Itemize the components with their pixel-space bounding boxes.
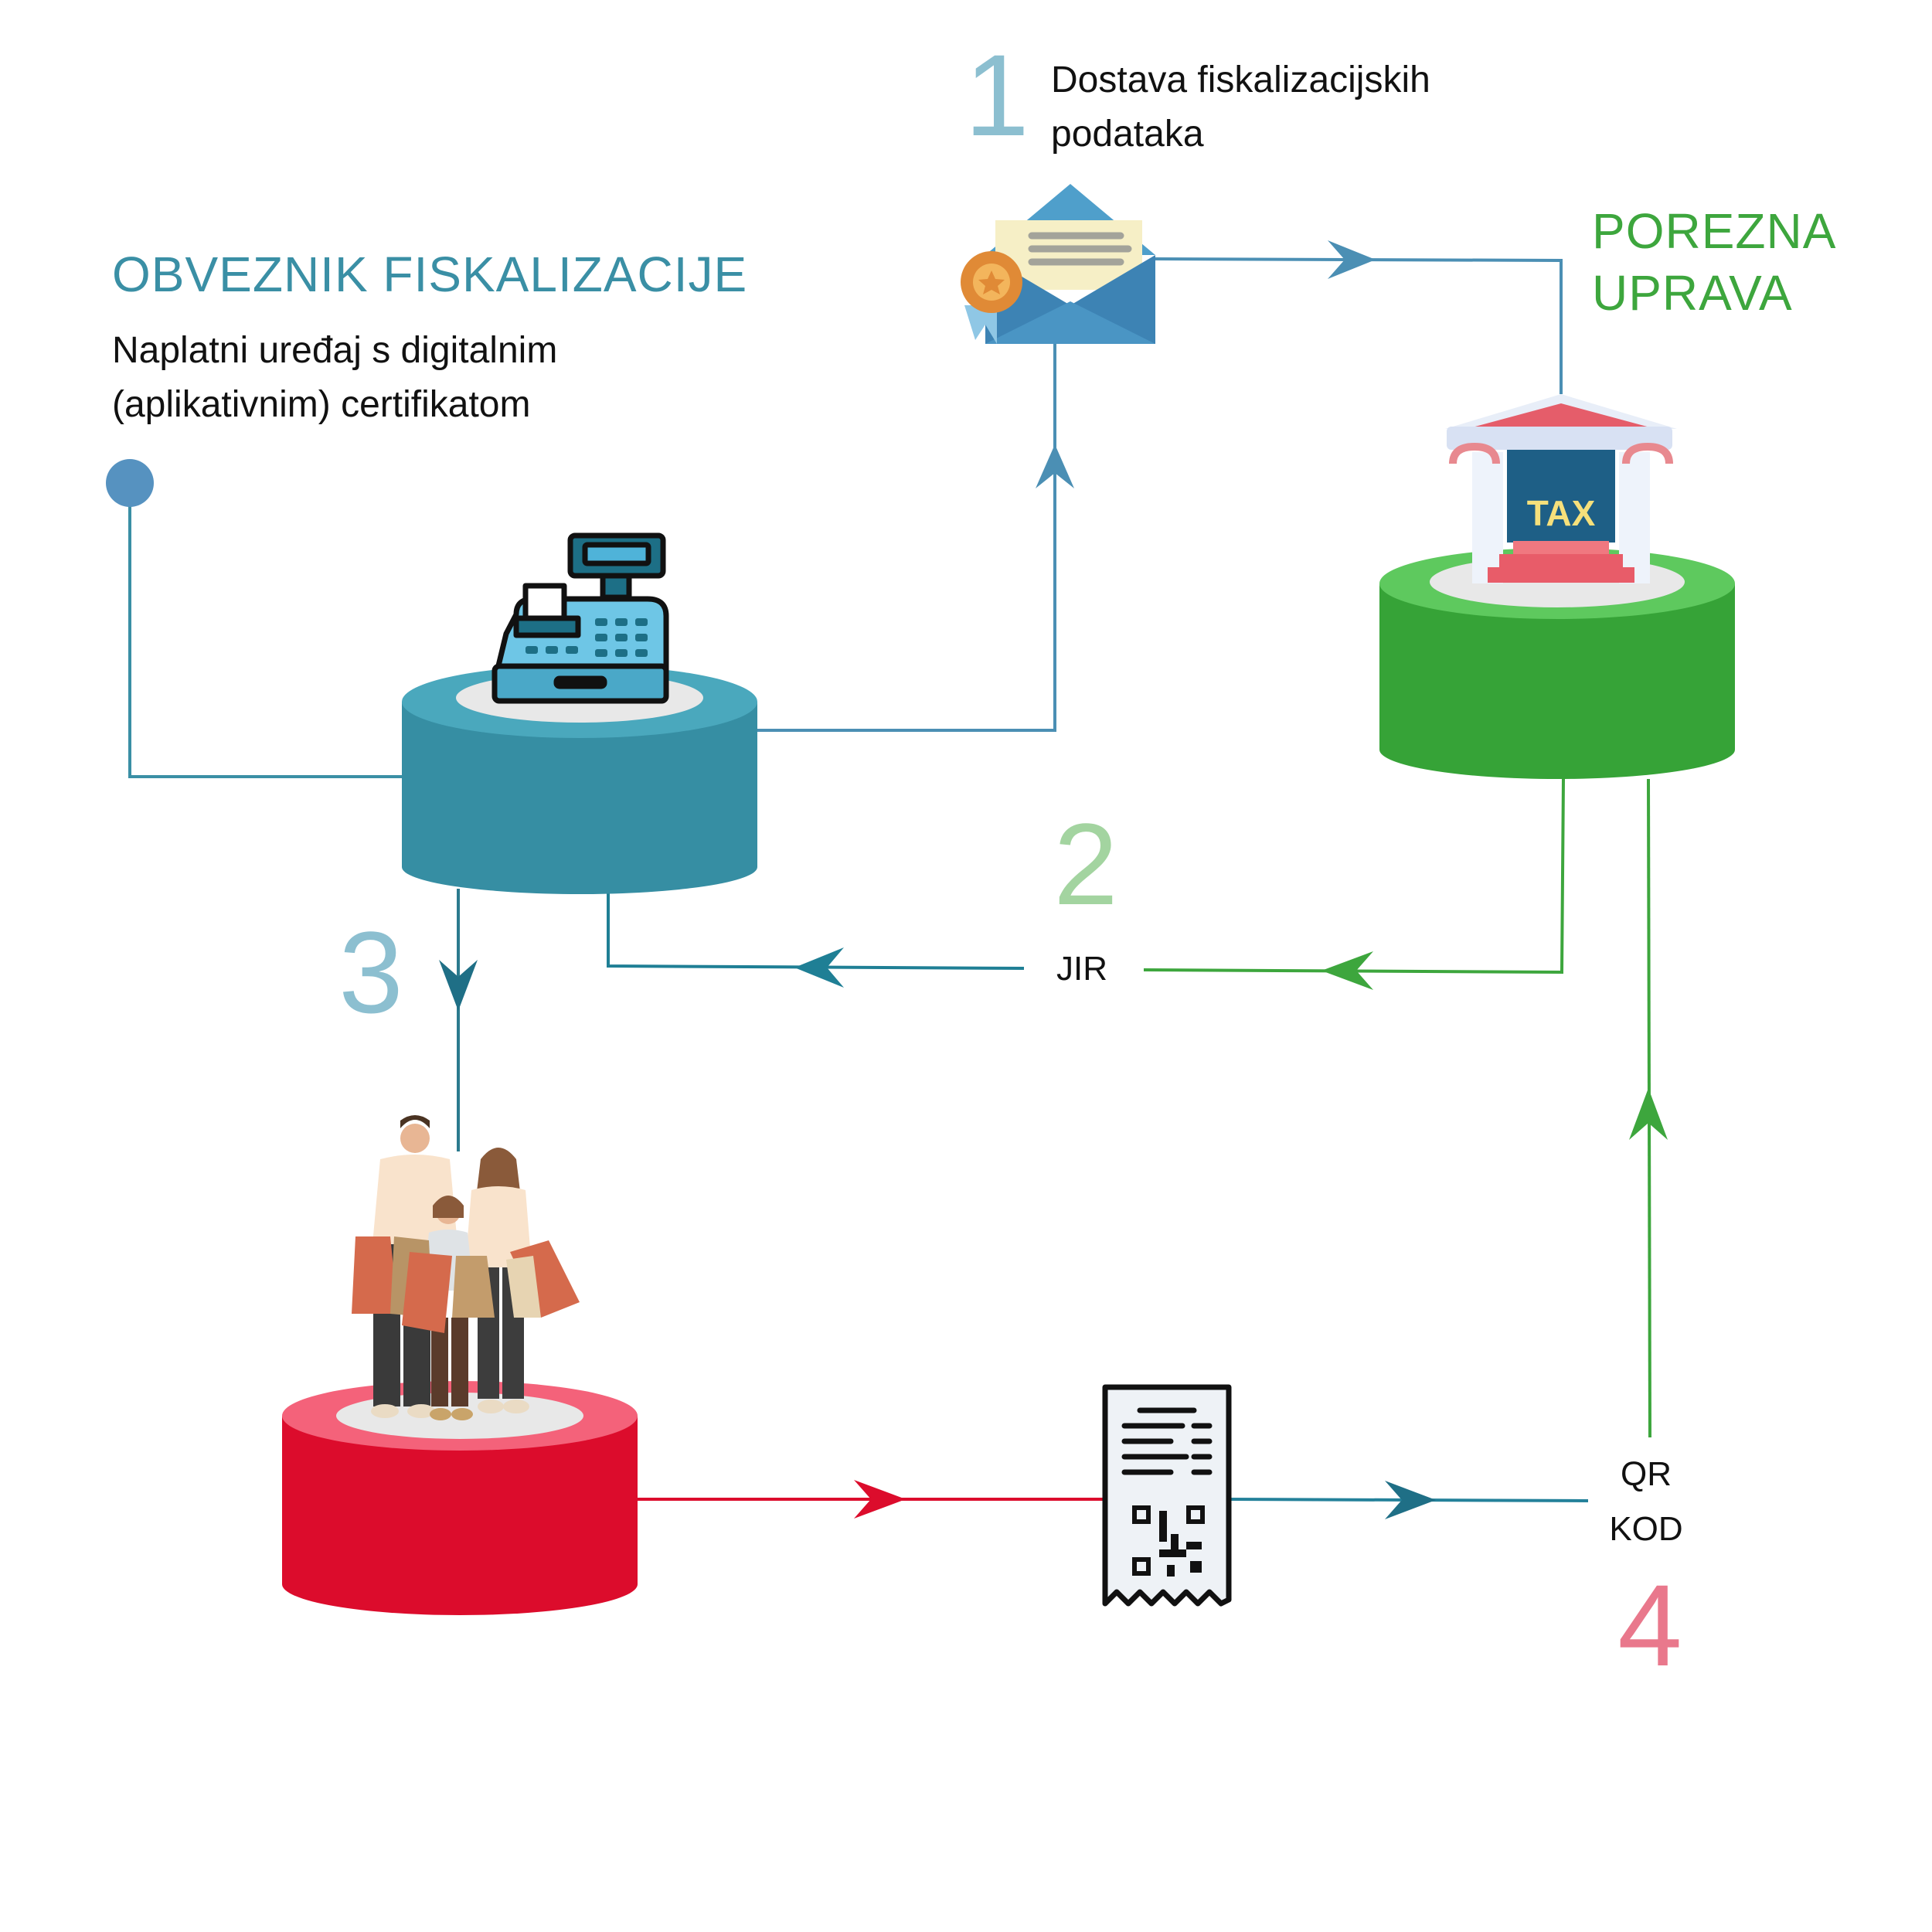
porezna-title-line1: POREZNA <box>1592 203 1837 259</box>
step-number-1: 1 <box>964 30 1029 160</box>
start-node-dot <box>106 459 154 507</box>
jir-label: JIR <box>1056 950 1107 988</box>
connector-envelope-to-porezna <box>1155 257 1563 394</box>
arrowhead-down-shoppers <box>439 960 478 1011</box>
connector-jir-to-register <box>607 889 1025 970</box>
tax-office-icon: TAX <box>1445 394 1677 583</box>
certified-envelope-icon <box>961 184 1155 344</box>
arrowhead-left-green <box>1321 951 1373 990</box>
arrowhead-up-green <box>1629 1088 1668 1140</box>
arrowhead-right-red <box>854 1480 906 1519</box>
arrowhead-up-envelope <box>1036 444 1074 488</box>
arrowhead-left-teal <box>794 947 844 988</box>
arrowheads <box>439 240 1668 1519</box>
porezna-title-line2: UPRAVA <box>1592 265 1793 321</box>
connector-lines <box>128 257 1651 1502</box>
step-1-label-line2: podataka <box>1051 114 1204 155</box>
qr-receipt-icon <box>1102 1384 1232 1607</box>
shopping-family-icon <box>352 1115 580 1420</box>
obveznik-subtitle-line1: Naplatni uređaj s digitalnim <box>112 330 558 371</box>
step-number-3: 3 <box>338 907 403 1037</box>
qr-label-line2: KOD <box>1609 1510 1682 1548</box>
qr-label-line1: QR <box>1621 1455 1672 1493</box>
step-number-4: 4 <box>1617 1560 1682 1690</box>
cash-register-icon <box>492 532 669 704</box>
tax-sign-text: TAX <box>1527 493 1596 533</box>
arrowhead-right-qr <box>1385 1481 1436 1519</box>
step-number-2: 2 <box>1053 799 1117 929</box>
connector-start-to-register <box>128 483 402 778</box>
connector-porezna-to-jir <box>1143 778 1565 975</box>
obveznik-title: OBVEZNIK FISKALIZACIJE <box>112 247 748 302</box>
step-1-label-line1: Dostava fiskalizacijskih <box>1051 60 1430 100</box>
obveznik-subtitle-line2: (aplikativnim) certifikatom <box>112 384 531 425</box>
arrowhead-right-porezna <box>1328 240 1376 279</box>
connector-register-to-envelope <box>757 340 1056 732</box>
